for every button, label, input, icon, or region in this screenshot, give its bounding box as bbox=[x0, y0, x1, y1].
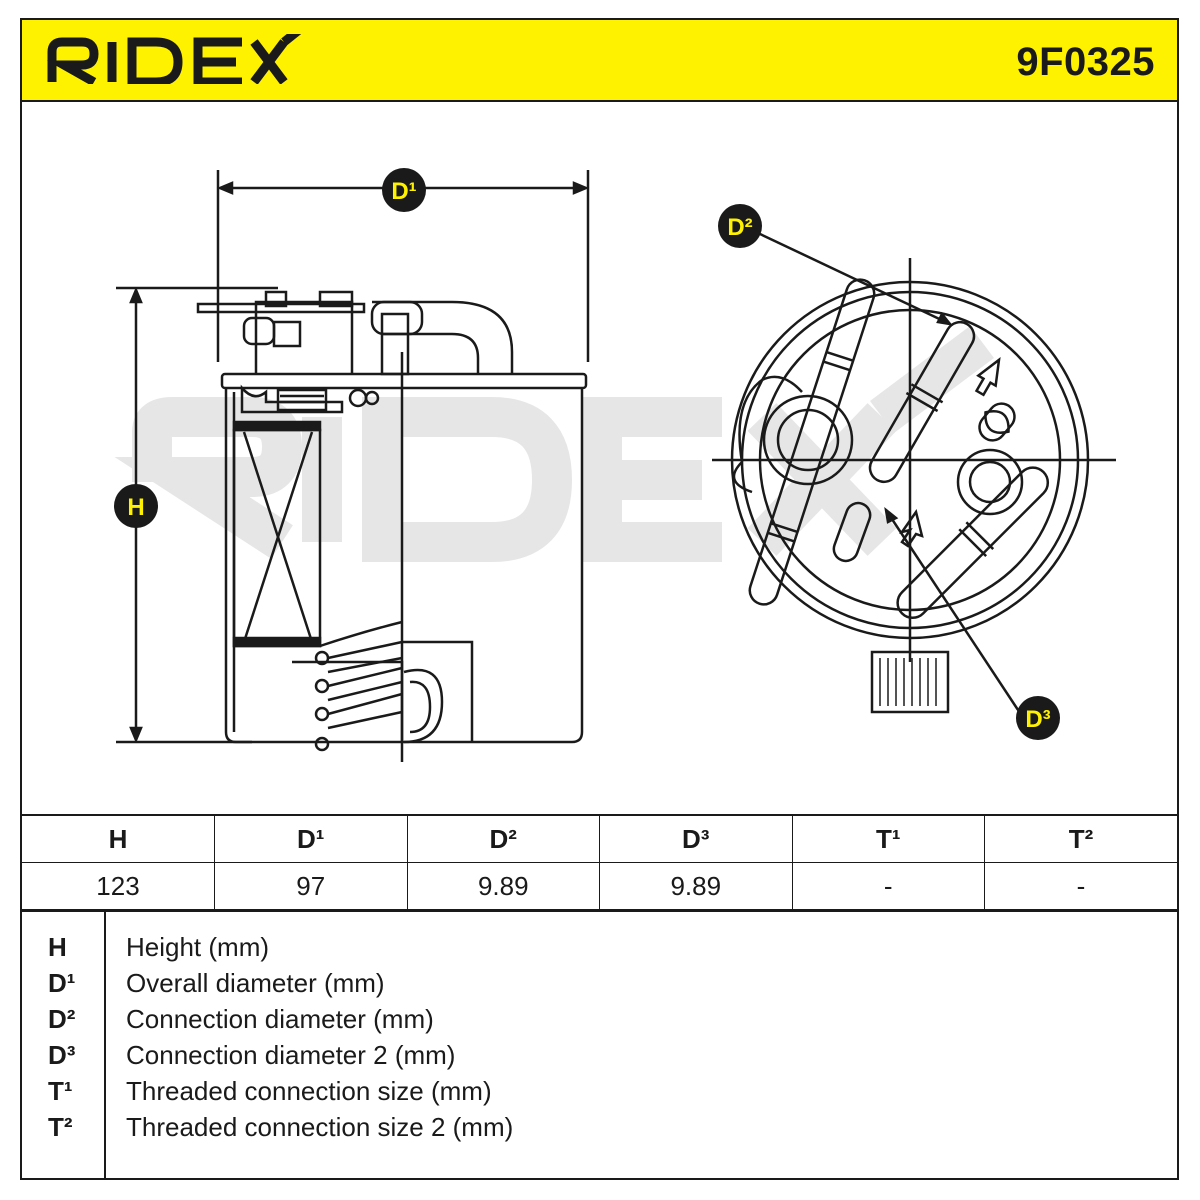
value-d1: 97 bbox=[214, 862, 408, 910]
legend-item: T² Threaded connection size 2 (mm) bbox=[22, 1112, 1177, 1148]
table-header-row: H D¹ D² D³ T¹ T² bbox=[22, 814, 1177, 863]
header-h: H bbox=[22, 814, 215, 863]
legend-description: Threaded connection size 2 (mm) bbox=[126, 1112, 514, 1142]
legend-description: Height (mm) bbox=[126, 932, 270, 962]
badge-d3: D³ bbox=[1016, 696, 1060, 740]
legend-symbol: T¹ bbox=[48, 1076, 73, 1106]
badge-h: H bbox=[114, 484, 158, 528]
legend-item: T¹ Threaded connection size (mm) bbox=[22, 1076, 1177, 1112]
svg-text:D²: D² bbox=[727, 214, 752, 241]
legend-item: H Height (mm) bbox=[22, 932, 1177, 968]
legend-description: Connection diameter (mm) bbox=[126, 1004, 434, 1034]
legend-symbol: D² bbox=[48, 1004, 76, 1034]
legend-symbol: T² bbox=[48, 1112, 73, 1142]
legend-description: Connection diameter 2 (mm) bbox=[126, 1040, 456, 1070]
header-d3: D³ bbox=[599, 814, 793, 863]
header: 9F0325 bbox=[22, 20, 1177, 102]
legend-item: D¹ Overall diameter (mm) bbox=[22, 968, 1177, 1004]
legend-divider bbox=[104, 912, 106, 1178]
dimension-table: H D¹ D² D³ T¹ T² 123 97 9.89 9.89 - - bbox=[22, 814, 1177, 910]
header-t2: T² bbox=[984, 814, 1177, 863]
legend-item: D³ Connection diameter 2 (mm) bbox=[22, 1040, 1177, 1076]
legend: H Height (mm) D¹ Overall diameter (mm) D… bbox=[22, 910, 1177, 1178]
value-t2: - bbox=[984, 862, 1177, 910]
watermark-logo bbox=[114, 326, 994, 562]
legend-item: D² Connection diameter (mm) bbox=[22, 1004, 1177, 1040]
svg-text:D³: D³ bbox=[1025, 706, 1050, 733]
value-t1: - bbox=[791, 862, 985, 910]
value-d2: 9.89 bbox=[406, 862, 600, 910]
badge-d2: D² bbox=[718, 204, 762, 248]
legend-description: Threaded connection size (mm) bbox=[126, 1076, 492, 1106]
header-t1: T¹ bbox=[791, 814, 985, 863]
svg-text:H: H bbox=[127, 494, 144, 521]
svg-text:D¹: D¹ bbox=[391, 178, 416, 205]
header-d1: D¹ bbox=[214, 814, 408, 863]
table-value-row: 123 97 9.89 9.89 - - bbox=[22, 862, 1177, 910]
brand-logo bbox=[46, 22, 307, 89]
legend-symbol: D¹ bbox=[48, 968, 76, 998]
spec-sheet: 9F0325 bbox=[20, 18, 1179, 1180]
value-h: 123 bbox=[22, 862, 215, 910]
technical-drawing: D¹ H D² D³ bbox=[22, 102, 1177, 814]
part-number: 9F0325 bbox=[1016, 40, 1155, 84]
legend-symbol: D³ bbox=[48, 1040, 76, 1070]
header-d2: D² bbox=[406, 814, 600, 863]
legend-symbol: H bbox=[48, 932, 67, 962]
value-d3: 9.89 bbox=[599, 862, 793, 910]
badge-d1: D¹ bbox=[382, 168, 426, 212]
legend-description: Overall diameter (mm) bbox=[126, 968, 385, 998]
